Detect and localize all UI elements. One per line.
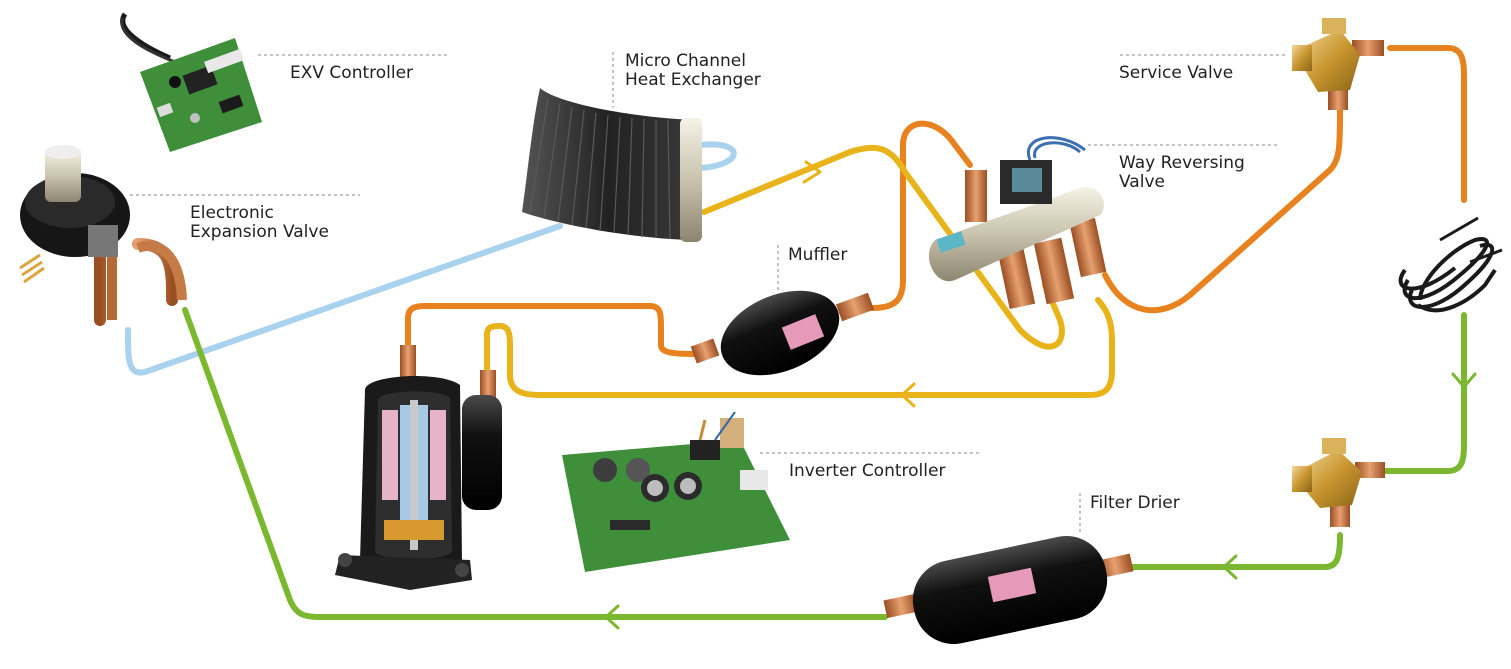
- orange-pipe-left: [405, 303, 698, 357]
- arrow-green-left-bottom: [604, 604, 620, 630]
- heat-exchanger-icon: [522, 88, 695, 240]
- compressor: [335, 345, 502, 590]
- reversing-valve-icon: [928, 187, 1104, 282]
- label-electronic-expansion-line2: Expansion Valve: [190, 222, 329, 242]
- electronic-expansion-valve: [19, 145, 187, 326]
- yellow-pipe-hx: [701, 144, 1065, 350]
- way-reversing-valve: [928, 136, 1107, 310]
- coiled-pipe: [1398, 216, 1503, 313]
- label-electronic-expansion-line1: Electronic: [190, 203, 274, 223]
- cable-icon: [120, 12, 171, 61]
- muffler-icon: [720, 290, 840, 376]
- circuit-board-icon: [140, 38, 262, 152]
- circuit-board-icon: [562, 440, 790, 572]
- label-exv-controller: EXV Controller: [290, 63, 414, 83]
- leader-lines: [130, 52, 1285, 535]
- pipes: [125, 45, 1467, 620]
- inverter-controller: [562, 411, 790, 572]
- blue-pipe: [125, 141, 737, 376]
- arrow-yellow-left: [900, 382, 916, 408]
- flow-arrows: [604, 160, 1477, 630]
- arrow-green-down: [1451, 372, 1477, 389]
- label-way-reversing-line2: Valve: [1119, 172, 1165, 192]
- brass-valve-icon: [1300, 450, 1362, 508]
- brass-valve-icon: [1300, 30, 1360, 92]
- label-inverter-controller: Inverter Controller: [789, 461, 946, 481]
- label-service-valve: Service Valve: [1119, 63, 1234, 83]
- exv-controller: [120, 12, 262, 152]
- service-valve-top: [1292, 18, 1384, 110]
- arrow-green-left-right: [1222, 554, 1238, 580]
- label-way-reversing-line1: Way Reversing: [1119, 153, 1245, 173]
- label-micro-channel-line1: Micro Channel: [625, 51, 746, 71]
- muffler: [690, 290, 875, 376]
- orange-pipe-muffler-out: [869, 120, 973, 311]
- yellow-pipe-return: [484, 297, 1115, 398]
- orange-pipe-right: [1102, 45, 1467, 314]
- filter-drier: [883, 535, 1134, 645]
- green-pipe-right: [1125, 312, 1467, 570]
- micro-channel-heat-exchanger: [522, 88, 702, 242]
- coil-pipe-icon: [1402, 237, 1489, 301]
- label-filter-drier: Filter Drier: [1090, 493, 1180, 513]
- label-muffler: Muffler: [788, 245, 848, 265]
- service-valve-bottom: [1292, 438, 1385, 527]
- arrow-yellow-up: [802, 160, 822, 184]
- green-pipe-main: [182, 307, 888, 620]
- label-micro-channel-line2: Heat Exchanger: [625, 70, 761, 90]
